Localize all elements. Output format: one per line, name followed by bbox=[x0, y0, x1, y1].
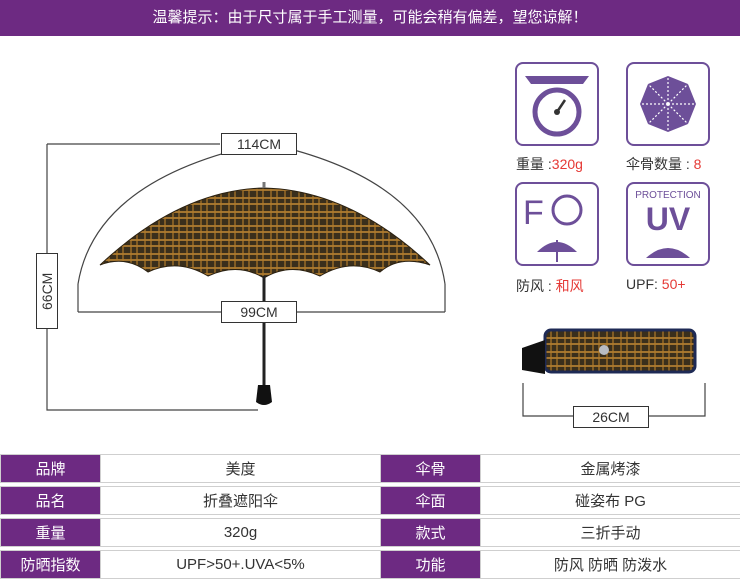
feature-wind-value: 和风 bbox=[555, 278, 584, 294]
spec-row: 品牌 美度 伞骨 金属烤漆 bbox=[0, 454, 740, 483]
feature-upf-label: UPF: bbox=[626, 276, 662, 292]
feature-ribs: 伞骨数量 : 8 bbox=[626, 154, 701, 174]
dimension-folded-length: 26CM bbox=[573, 406, 649, 428]
spec-key: 防晒指数 bbox=[0, 550, 101, 579]
spec-value: 防风 防晒 防泼水 bbox=[480, 550, 740, 579]
spec-value: 三折手动 bbox=[480, 518, 740, 547]
uv-top-text: PROTECTION bbox=[635, 190, 701, 201]
spec-row: 品名 折叠遮阳伞 伞面 碰姿布 PG bbox=[0, 486, 740, 515]
uv-protection-icon: PROTECTION UV bbox=[626, 182, 710, 266]
feature-ribs-value: 8 bbox=[693, 156, 702, 172]
feature-upf-value: 50+ bbox=[661, 276, 686, 292]
spec-key: 款式 bbox=[380, 518, 481, 547]
feature-wind-label: 防风 : bbox=[516, 278, 556, 294]
wind-letter: F bbox=[523, 194, 544, 232]
feature-weight-value: 320g bbox=[551, 156, 583, 172]
spec-row: 防晒指数 UPF>50+.UVA<5% 功能 防风 防晒 防泼水 bbox=[0, 550, 740, 579]
notice-banner: 温馨提示：由于尺寸属于手工测量，可能会稍有偏差，望您谅解！ bbox=[0, 0, 740, 36]
spec-value: 320g bbox=[100, 518, 381, 547]
spec-key: 品牌 bbox=[0, 454, 101, 483]
feature-upf: UPF: 50+ bbox=[626, 276, 686, 292]
spec-value: 美度 bbox=[100, 454, 381, 483]
uv-main-text: UV bbox=[646, 201, 691, 237]
dimension-top-width: 114CM bbox=[221, 133, 297, 155]
spec-key: 品名 bbox=[0, 486, 101, 515]
dimension-lines bbox=[46, 143, 706, 417]
spec-key: 伞面 bbox=[380, 486, 481, 515]
spec-row: 重量 320g 款式 三折手动 bbox=[0, 518, 740, 547]
dimension-span-width: 99CM bbox=[221, 301, 297, 323]
feature-weight-label: 重量 : bbox=[516, 156, 552, 172]
spec-value: 金属烤漆 bbox=[480, 454, 740, 483]
umbrella-ribs-icon bbox=[626, 62, 710, 146]
scale-icon bbox=[515, 62, 599, 146]
umbrella-canopy bbox=[99, 187, 431, 279]
spec-value: UPF>50+.UVA<5% bbox=[100, 550, 381, 579]
feature-ribs-label: 伞骨数量 : bbox=[626, 156, 694, 172]
dimension-height: 66CM bbox=[36, 253, 58, 329]
spec-key: 功能 bbox=[380, 550, 481, 579]
feature-weight: 重量 :320g bbox=[516, 154, 583, 174]
product-diagram: 114CM 99CM 66CM 26CM F PROTECTION UV bbox=[0, 40, 740, 450]
feature-wind: 防风 : 和风 bbox=[516, 276, 584, 296]
spec-value: 碰姿布 PG bbox=[480, 486, 740, 515]
spec-key: 重量 bbox=[0, 518, 101, 547]
spec-value: 折叠遮阳伞 bbox=[100, 486, 381, 515]
windproof-icon: F bbox=[515, 182, 599, 266]
spec-table: 品牌 美度 伞骨 金属烤漆 品名 折叠遮阳伞 伞面 碰姿布 PG 重量 320g… bbox=[0, 454, 740, 579]
spec-key: 伞骨 bbox=[380, 454, 481, 483]
